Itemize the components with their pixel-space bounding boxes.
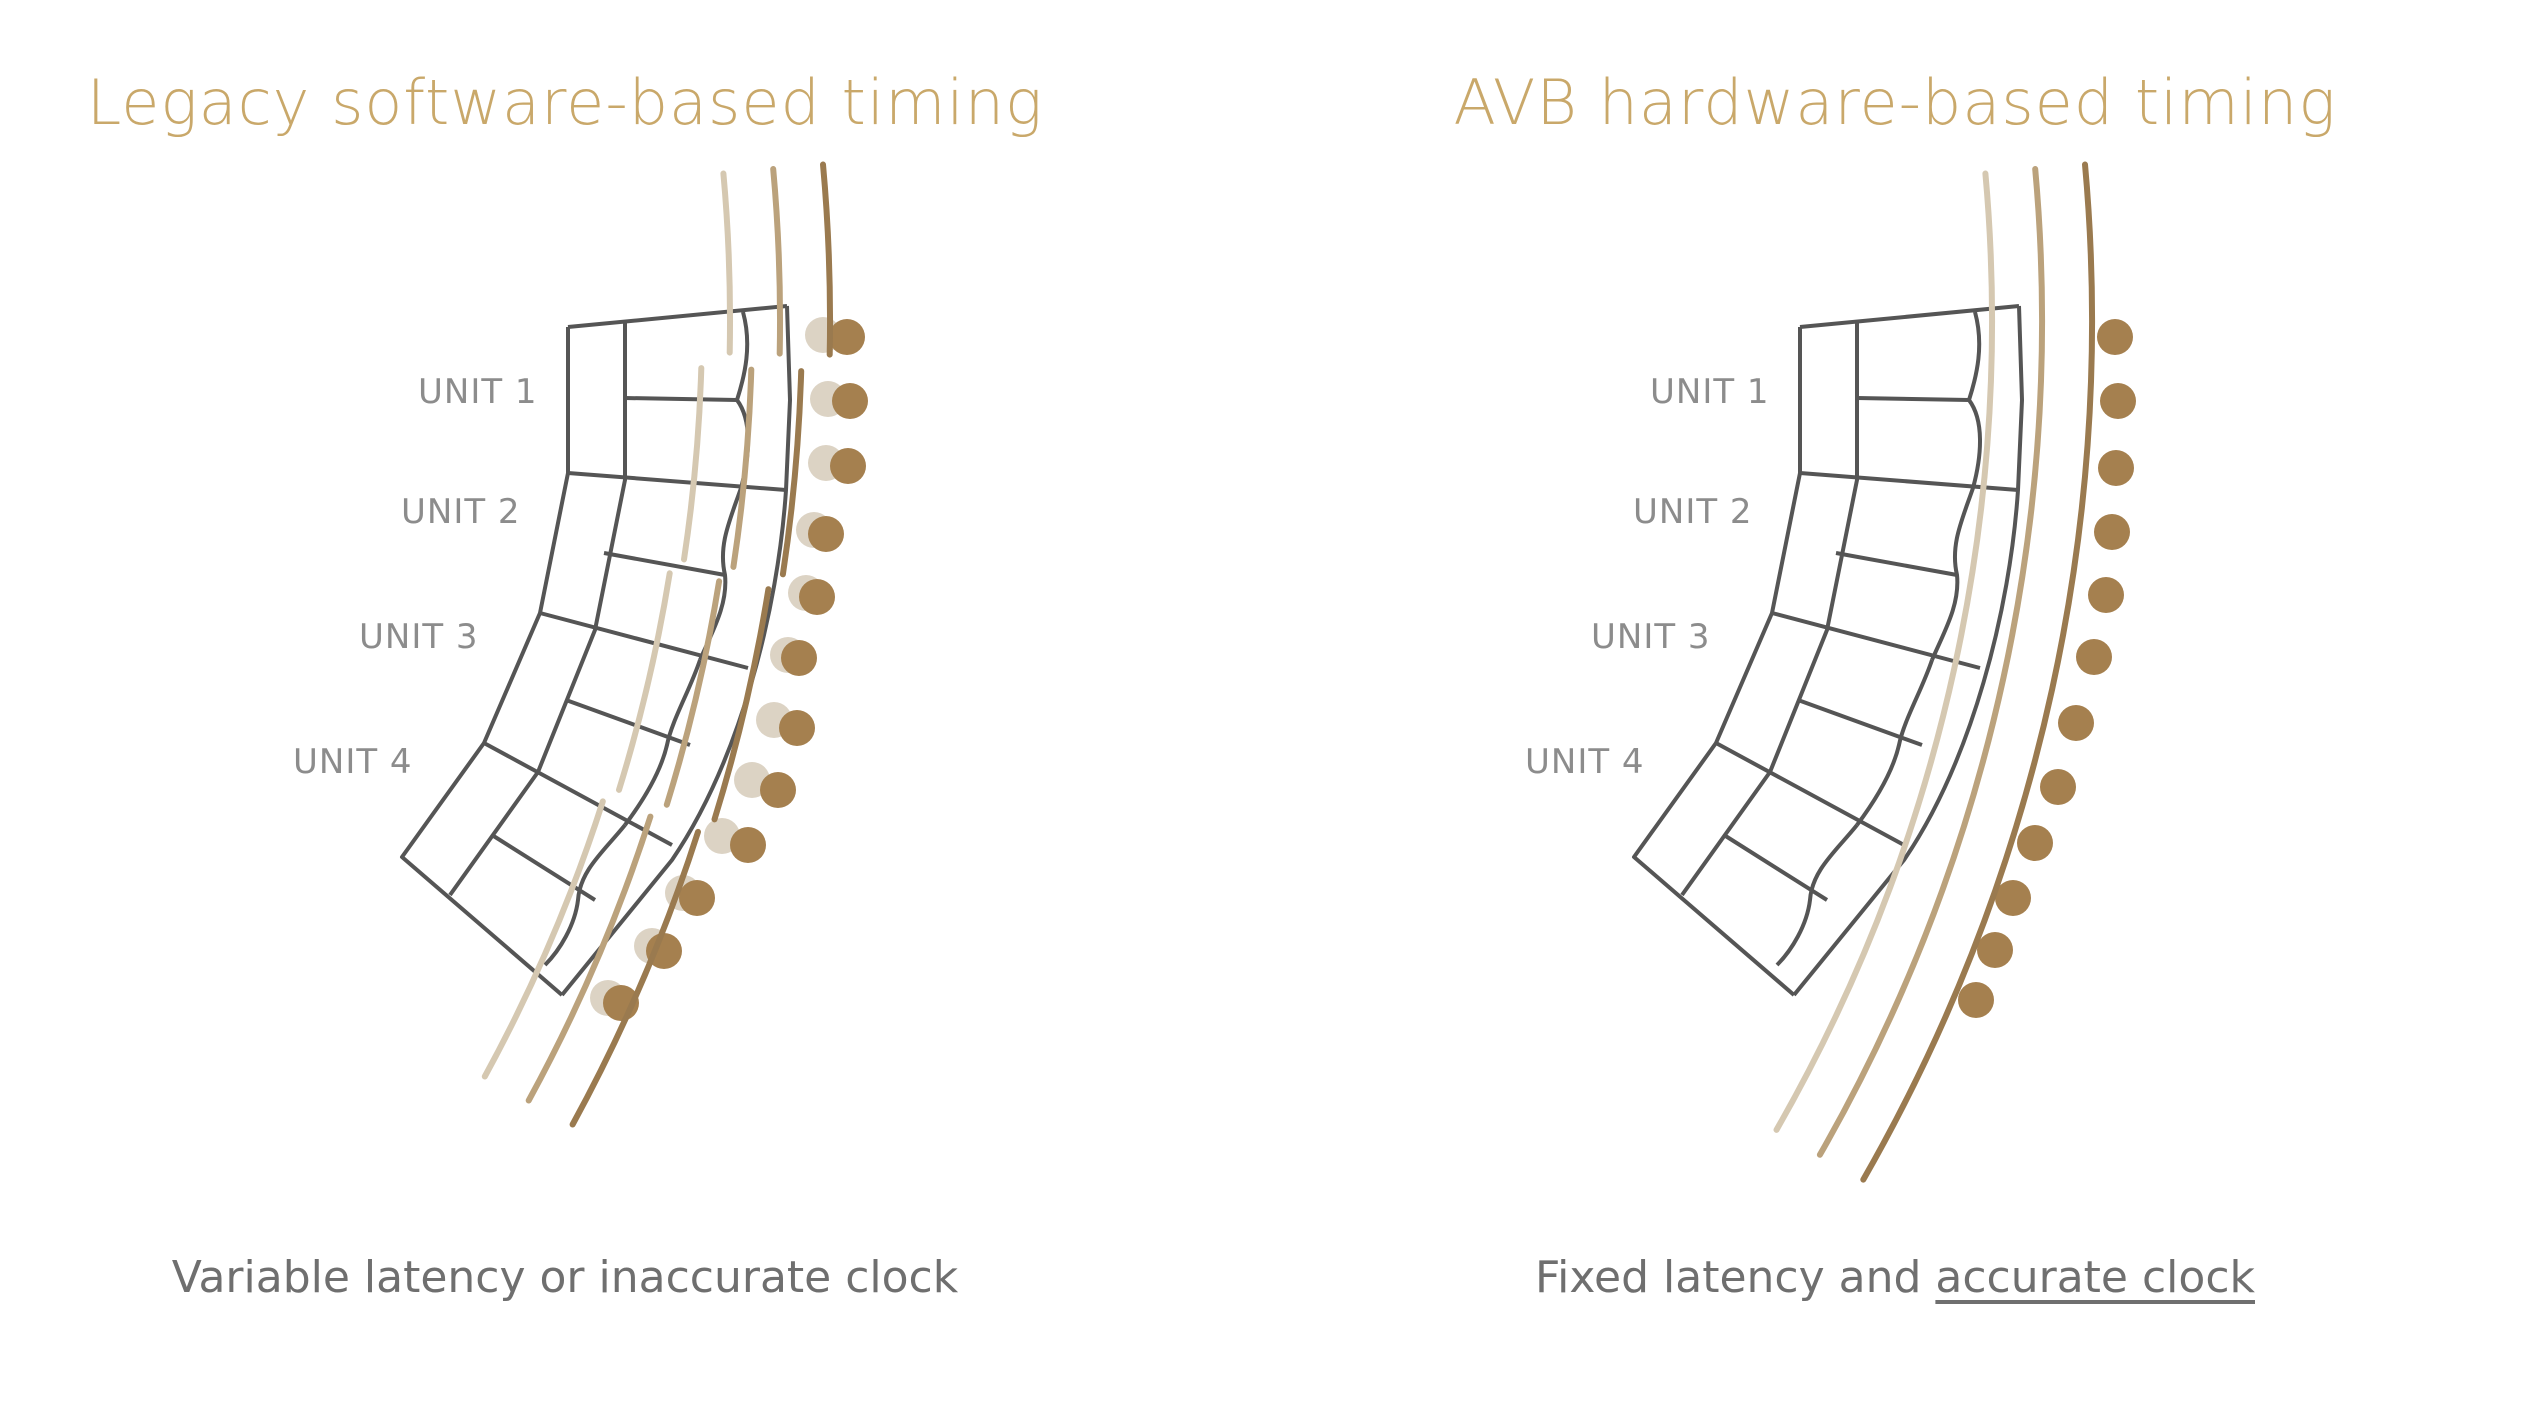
horn-3: [1855, 659, 1934, 827]
unit-separator-1: [567, 471, 787, 492]
wavefront-arc-dark: [1860, 161, 2095, 1183]
unit-1-label: UNIT 1: [1650, 372, 1770, 412]
driver-dot: [2017, 825, 2053, 861]
wavefront-arcs: [481, 161, 834, 1128]
driver-dot: [2098, 450, 2134, 486]
avb-timing-panel: AVB hardware-based timing UNIT 1 UNIT 2 …: [1270, 0, 2540, 1412]
driver-dot: [832, 383, 868, 419]
wavefront-segment: [569, 828, 701, 1128]
cabinet-outline-top: [1799, 304, 2020, 329]
wavefront-segment: [720, 170, 734, 356]
driver-dot: [1995, 880, 2031, 916]
driver-dot: [2100, 383, 2136, 419]
driver-dots: [590, 317, 868, 1021]
driver-dot: [679, 880, 715, 916]
driver-dot: [1977, 932, 2013, 968]
shelf-2: [1835, 551, 1958, 577]
wavefront-arc-mid: [1816, 166, 2045, 1158]
unit-1-label: UNIT 1: [418, 372, 538, 412]
unit-separator-3: [483, 741, 673, 847]
wavefront-segment: [779, 368, 805, 578]
wavefront-segment: [663, 578, 723, 808]
legacy-timing-panel: Legacy software-based timing UNIT 1 UNIT…: [86, 66, 1044, 1303]
wavefront-segment: [730, 366, 755, 570]
cabinet-partition: [1680, 322, 1859, 897]
avb-title: AVB hardware-based timing: [1453, 66, 2337, 139]
cabinet-outline-left: [1632, 327, 1802, 997]
driver-dot: [730, 827, 766, 863]
driver-dot: [2076, 639, 2112, 675]
shelf-3: [565, 698, 691, 747]
driver-dot: [830, 448, 866, 484]
driver-dot: [2094, 514, 2130, 550]
legacy-line-array-diagram: UNIT 1 UNIT 2 UNIT 3 UNIT 4: [293, 161, 868, 1128]
driver-dot: [2040, 769, 2076, 805]
unit-labels: UNIT 1 UNIT 2 UNIT 3 UNIT 4: [293, 372, 538, 782]
cabinet-outline-left: [400, 327, 570, 997]
driver-dot: [781, 640, 817, 676]
unit-labels: UNIT 1 UNIT 2 UNIT 3 UNIT 4: [1525, 372, 1770, 782]
avb-caption-prefix: Fixed latency and: [1535, 1252, 1936, 1303]
driver-dot: [2088, 577, 2124, 613]
horn-3: [623, 659, 702, 827]
driver-dot: [808, 516, 844, 552]
wavefront-segment: [770, 166, 784, 357]
shelf-1: [1856, 396, 1970, 402]
driver-dot: [779, 710, 815, 746]
driver-dot: [799, 579, 835, 615]
horn-4: [1775, 823, 1859, 967]
driver-dot: [2058, 705, 2094, 741]
legacy-caption: Variable latency or inaccurate clock: [171, 1252, 959, 1303]
driver-dot: [760, 772, 796, 808]
horn-1: [1967, 311, 1982, 489]
avb-caption: Fixed latency and accurate clock: [1260, 1252, 2530, 1303]
unit-separator-2: [1771, 611, 1981, 670]
unit-4-label: UNIT 4: [1525, 742, 1645, 782]
unit-3-label: UNIT 3: [1591, 617, 1711, 657]
wavefront-segment: [681, 365, 705, 563]
shelf-3: [1797, 698, 1923, 747]
horn-4: [543, 823, 627, 967]
cabinet-outline-top: [567, 304, 788, 329]
wavefront-segment: [616, 570, 673, 793]
cabinet-outline-right: [1792, 305, 2024, 997]
driver-dot: [829, 319, 865, 355]
unit-separator-2: [539, 611, 749, 670]
driver-dot: [2097, 319, 2133, 355]
driver-dots: [1958, 319, 2136, 1018]
wavefront-segment: [711, 586, 772, 823]
shelf-2: [603, 551, 726, 577]
wavefront-segment: [525, 813, 654, 1104]
shelf-1: [624, 396, 738, 402]
wavefront-arcs: [1773, 161, 2095, 1183]
horn-2: [1930, 487, 1975, 661]
wavefront-segment: [820, 161, 834, 358]
avb-caption-accent: accurate clock: [1935, 1252, 2255, 1303]
cabinet-partition: [448, 322, 627, 897]
avb-line-array-diagram: UNIT 1 UNIT 2 UNIT 3 UNIT 4: [1525, 161, 2136, 1183]
wavefront-arc-light: [1773, 170, 1995, 1133]
unit-separator-3: [1715, 741, 1905, 847]
unit-4-label: UNIT 4: [293, 742, 413, 782]
legacy-title: Legacy software-based timing: [86, 66, 1044, 139]
unit-2-label: UNIT 2: [1633, 492, 1753, 532]
wavefront-segment: [481, 798, 606, 1080]
unit-3-label: UNIT 3: [359, 617, 479, 657]
driver-dot: [1958, 982, 1994, 1018]
unit-2-label: UNIT 2: [401, 492, 521, 532]
driver-dot: [646, 933, 682, 969]
